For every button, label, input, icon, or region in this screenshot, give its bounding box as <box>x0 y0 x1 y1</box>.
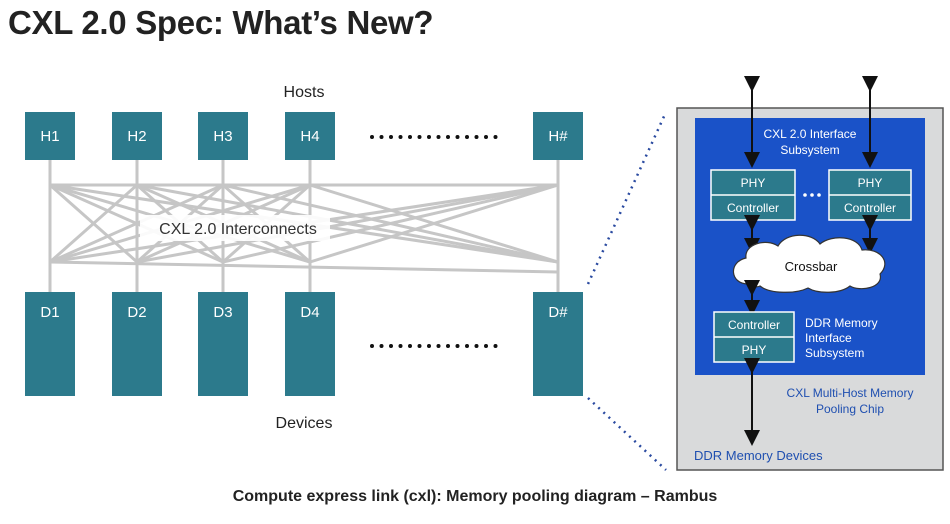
host-box <box>112 112 162 160</box>
devices-row: D1 D2 D3 D4 D# <box>25 292 583 396</box>
crossbar-cloud <box>732 234 886 293</box>
ellipsis-dot <box>370 135 374 139</box>
zoom-line-bottom <box>587 397 667 471</box>
host-label: H1 <box>40 128 59 145</box>
host-box <box>533 112 583 160</box>
ellipsis-dot <box>455 135 460 139</box>
interconnect-label-bg <box>140 215 330 241</box>
ellipsis-dot <box>465 135 469 139</box>
ellipsis-dot <box>379 135 384 139</box>
device-box <box>112 292 162 396</box>
ellipsis-dot <box>436 344 441 348</box>
host-label: H3 <box>213 128 232 145</box>
ellipsis-dot <box>474 344 479 348</box>
ellipsis-dot <box>398 135 403 139</box>
ellipsis-dot <box>417 135 422 139</box>
host-box <box>198 112 248 160</box>
interconnect-link <box>136 183 559 264</box>
caption: Compute express link (cxl): Memory pooli… <box>232 488 718 505</box>
crossbar-label: Crossbar <box>785 259 838 274</box>
interconnect-link <box>49 183 138 264</box>
ellipsis-dot <box>370 344 374 348</box>
hosts-label: Hosts <box>284 84 325 101</box>
ellipsis-dot <box>484 135 488 139</box>
pooling-chip-line1: CXL Multi-Host Memory <box>787 386 914 400</box>
hosts-row: H1 H2 H3 H4 H# <box>25 112 583 160</box>
ellipsis-dot <box>389 135 393 139</box>
device-box <box>285 292 335 396</box>
device-box <box>25 292 75 396</box>
pooling-chip-line2: Pooling Chip <box>816 402 884 416</box>
ellipsis-dot <box>446 344 450 348</box>
ddr-controller-label: Controller <box>728 318 780 332</box>
ddr-subsystem-line2: Interface <box>805 331 852 345</box>
ellipsis-dot <box>436 135 441 139</box>
device-label: D2 <box>127 304 146 321</box>
ddr-devices-label: DDR Memory Devices <box>694 448 823 463</box>
device-label: D# <box>548 304 568 321</box>
device-label: D1 <box>40 304 59 321</box>
ellipsis-dot <box>474 135 479 139</box>
ellipsis-dot <box>379 344 384 348</box>
ellipsis-dot <box>427 135 431 139</box>
ddr-phy-label: PHY <box>742 343 767 357</box>
device-box <box>533 292 583 396</box>
ellipsis-dot <box>389 344 393 348</box>
zoom-line-top <box>586 111 668 285</box>
devices-label: Devices <box>276 415 333 432</box>
controller-label-2: Controller <box>844 201 896 215</box>
ellipsis-dot <box>427 344 431 348</box>
phy-ellipsis <box>803 193 821 197</box>
ellipsis-dot <box>465 344 469 348</box>
interface-subsystem-line2: Subsystem <box>780 143 839 157</box>
ellipsis-dot <box>398 344 403 348</box>
page-title: CXL 2.0 Spec: What’s New? <box>8 4 434 41</box>
ellipsis-dot <box>493 344 498 348</box>
phy-label-2: PHY <box>858 176 883 190</box>
interface-subsystem-line1: CXL 2.0 Interface <box>764 127 857 141</box>
interconnect-label: CXL 2.0 Interconnects <box>159 221 317 238</box>
ellipsis-dot <box>455 344 460 348</box>
ellipsis-dot <box>484 344 488 348</box>
device-label: D3 <box>213 304 232 321</box>
ellipsis-dot <box>493 135 498 139</box>
ellipsis-dot <box>408 344 412 348</box>
interconnect-link <box>49 183 224 264</box>
controller-label-1: Controller <box>727 201 779 215</box>
host-label: H4 <box>300 128 319 145</box>
interconnect-link <box>222 183 559 264</box>
device-box <box>198 292 248 396</box>
ellipsis-dot <box>417 344 422 348</box>
ddr-subsystem-line1: DDR Memory <box>805 316 878 330</box>
host-label: H# <box>548 128 568 145</box>
host-box <box>285 112 335 160</box>
phy-label-1: PHY <box>741 176 766 190</box>
interconnect-link <box>309 183 559 264</box>
host-label: H2 <box>127 128 146 145</box>
bottom-bus <box>49 260 559 274</box>
ellipsis-dot <box>408 135 412 139</box>
devices-ellipsis <box>370 344 498 348</box>
hosts-ellipsis <box>370 135 498 139</box>
host-box <box>25 112 75 160</box>
ddr-subsystem-line3: Subsystem <box>805 346 864 360</box>
device-label: D4 <box>300 304 319 321</box>
ellipsis-dot <box>446 135 450 139</box>
